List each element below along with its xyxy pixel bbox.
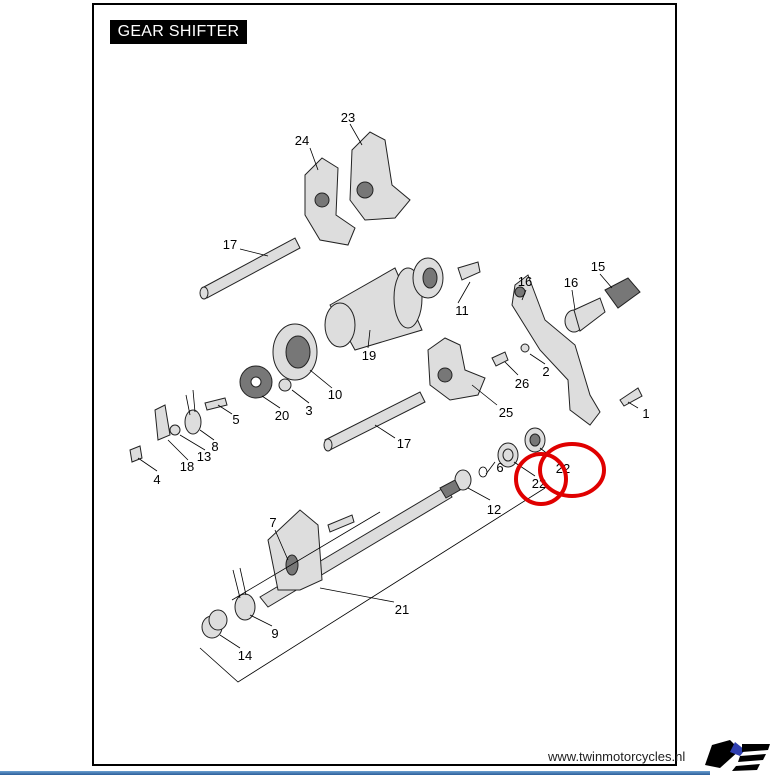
shift-fork-23 [349, 131, 411, 221]
twin-motorcycles-logo [705, 740, 770, 771]
callout-16: 16 [564, 275, 578, 290]
diagram-title: GEAR SHIFTER [110, 20, 247, 44]
callout-2: 2 [542, 364, 549, 379]
shift-fork-25 [427, 337, 486, 401]
callout-23: 23 [341, 110, 355, 125]
bolt-26 [491, 351, 509, 367]
seal-22 [524, 427, 546, 453]
screw-3 [278, 378, 292, 392]
bottom-bar [0, 771, 710, 775]
callout-26: 26 [515, 376, 529, 391]
red-annotation-circle [514, 452, 568, 506]
washer-13 [169, 424, 181, 436]
shift-peg-rubber-15 [604, 277, 641, 309]
shift-fork-24 [304, 157, 356, 246]
callout-15: 15 [591, 259, 605, 274]
callout-25: 25 [499, 405, 513, 420]
bearing-11 [412, 257, 481, 299]
callout-14: 14 [238, 648, 252, 663]
callout-1: 1 [642, 406, 649, 421]
ring-6 [478, 466, 488, 478]
website-link[interactable]: www.twinmotorcycles.nl [548, 749, 686, 764]
callout-9: 9 [271, 626, 278, 641]
callout-21: 21 [395, 602, 409, 617]
callout-20: 20 [275, 408, 289, 423]
callout-8: 8 [211, 439, 218, 454]
star-plate-20 [239, 365, 273, 399]
bracket-18 [154, 404, 171, 441]
shift-rod-17-lower [323, 391, 426, 452]
shift-shaft-21 [259, 479, 461, 608]
screw-4 [129, 445, 143, 463]
callout-5: 5 [232, 412, 239, 427]
spring-7 [285, 554, 299, 576]
leader-lines [137, 123, 639, 683]
callout-16: 16 [518, 274, 532, 289]
spring-9 [232, 567, 256, 621]
spring-8 [184, 389, 202, 435]
shift-drum-19 [324, 267, 423, 351]
callout-11: 11 [455, 303, 469, 318]
callout-6: 6 [496, 460, 503, 475]
callout-4: 4 [153, 472, 160, 487]
bolt-1 [619, 387, 643, 407]
bushing-14 [201, 609, 228, 639]
red-annotation-circle [538, 442, 606, 498]
callout-19: 19 [362, 348, 376, 363]
callout-17: 17 [223, 237, 237, 252]
shift-lever-16 [511, 274, 601, 426]
callout-10: 10 [328, 387, 342, 402]
bolt-5 [204, 397, 228, 411]
washer-2 [520, 343, 530, 353]
callout-24: 24 [295, 133, 309, 148]
bearing-10 [272, 323, 318, 381]
diagram-frame [92, 3, 677, 766]
shift-rod-17-upper [199, 237, 301, 300]
callout-7: 7 [269, 515, 276, 530]
bearing-22 [497, 442, 519, 468]
shift-peg-16 [564, 297, 606, 333]
callout-12: 12 [487, 502, 501, 517]
callout-13: 13 [197, 449, 211, 464]
callout-18: 18 [180, 459, 194, 474]
callout-3: 3 [305, 403, 312, 418]
callout-17: 17 [397, 436, 411, 451]
